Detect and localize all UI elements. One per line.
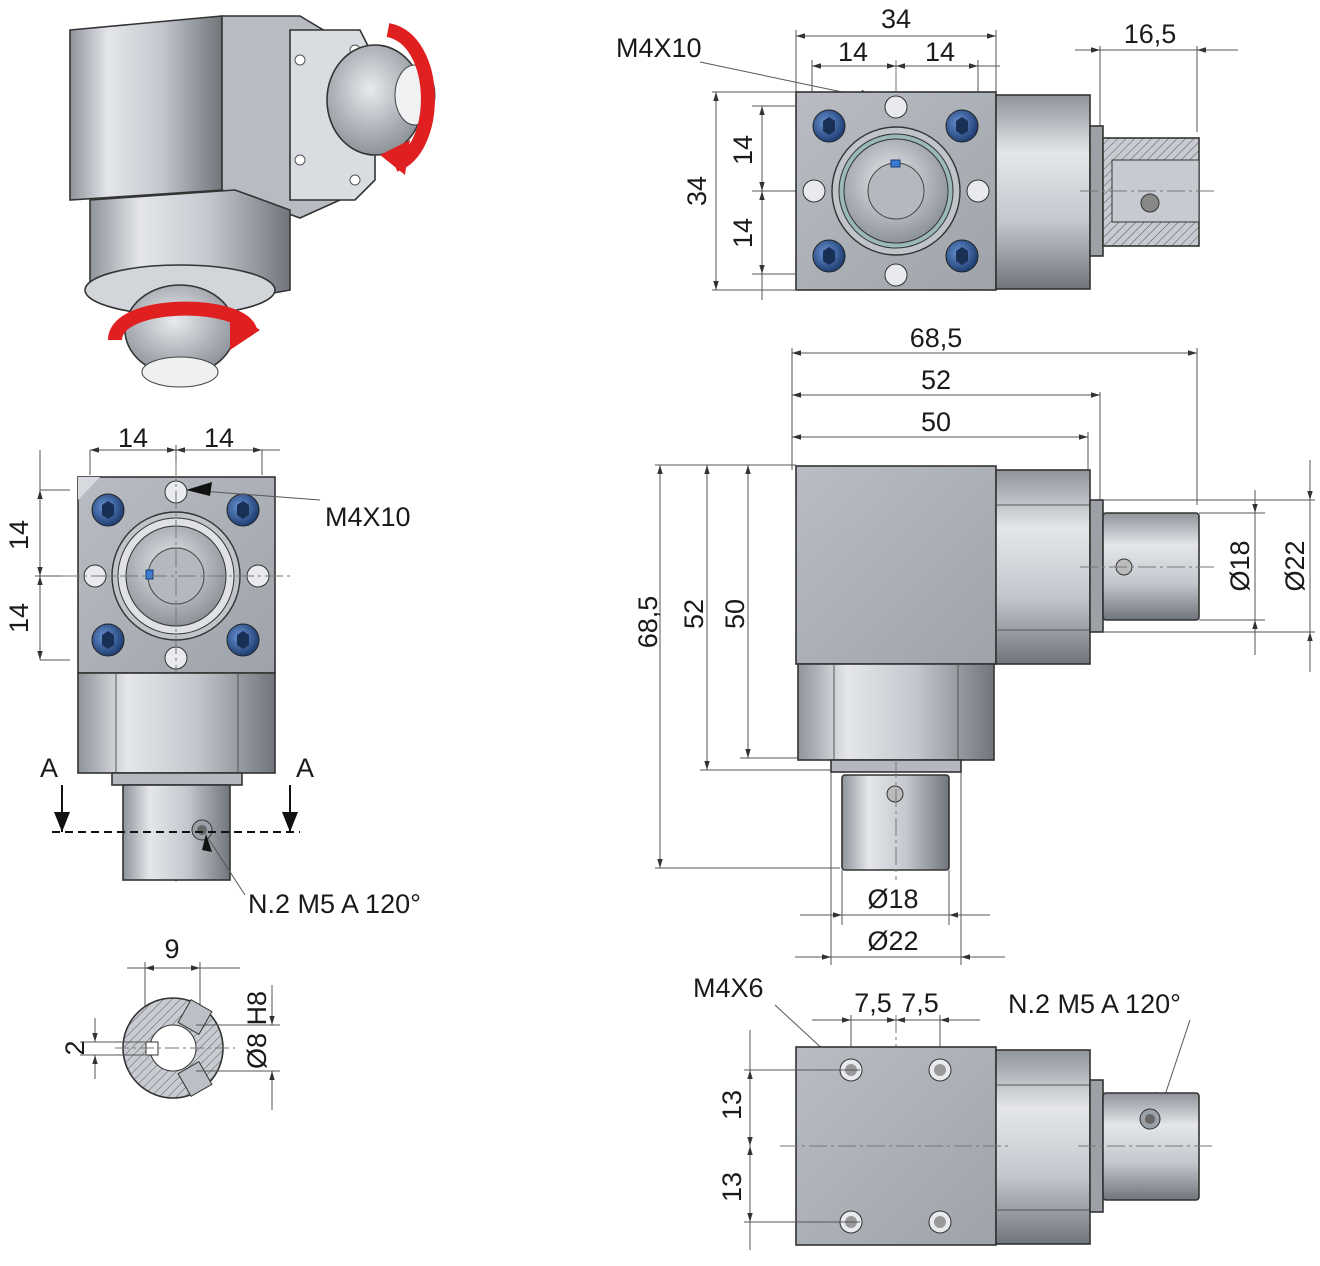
- hex-socket-screw-icon: [226, 493, 260, 527]
- bottom-side-body: [995, 1049, 1091, 1245]
- hex-socket-screw-icon: [812, 239, 846, 273]
- front-setscrew-note: N.2 M5 A 120°: [248, 889, 421, 919]
- top-dim-half-left: 14: [838, 37, 868, 67]
- side-dim-v-52: 52: [679, 599, 709, 629]
- side-main-housing: [795, 465, 997, 665]
- side-dim-bottom-d22: Ø22: [867, 926, 918, 956]
- hex-socket-screw-icon: [945, 239, 979, 273]
- top-m4-hole: [802, 179, 826, 203]
- hex-socket-screw-icon: [945, 109, 979, 143]
- section-setscrew: [177, 1061, 213, 1097]
- red-rotation-arrow-head: [230, 310, 260, 350]
- bottom-dim-upper: 13: [717, 1090, 747, 1120]
- side-dim-bottom-d18: Ø18: [867, 884, 918, 914]
- side-view: 68,5 52 50 68,5 52 50: [633, 323, 1315, 965]
- bottom-dim-right: 7,5: [901, 988, 939, 1018]
- side-dim-v-50: 50: [720, 599, 750, 629]
- iso-flange-hole: [349, 174, 361, 186]
- red-rotation-arrow-icon: [385, 23, 435, 172]
- side-dim-h-68: 68,5: [910, 323, 963, 353]
- top-dim-overall-width: 34: [881, 4, 911, 34]
- side-dim-h-52: 52: [921, 365, 951, 395]
- front-dim-left-lower: 14: [4, 603, 34, 633]
- top-dim-half-right: 14: [925, 37, 955, 67]
- front-dim-left-upper: 14: [4, 520, 34, 550]
- bottom-setscrew-note: N.2 M5 A 120°: [1008, 989, 1181, 1019]
- bottom-view: M4X6 7,5 7,5 N.2 M5 A 120°: [693, 973, 1212, 1250]
- section-label-left: A: [40, 753, 58, 783]
- top-m4-hole: [884, 95, 908, 119]
- side-dim-shaft-d18: Ø18: [1225, 540, 1255, 591]
- side-lower-body: [797, 663, 995, 761]
- top-setscrew-hole: [1140, 193, 1160, 213]
- hex-socket-screw-icon: [91, 623, 125, 657]
- top-side-body: [995, 94, 1091, 290]
- side-dim-v-68: 68,5: [633, 596, 663, 649]
- red-rotation-arrow-head: [380, 140, 410, 175]
- iso-flange-hole: [294, 54, 306, 66]
- iso-housing-front: [69, 15, 223, 201]
- front-dim-top-right: 14: [204, 423, 234, 453]
- front-dim-top-left: 14: [118, 423, 148, 453]
- section-setscrew: [177, 999, 213, 1035]
- isometric-view: [69, 15, 436, 388]
- hex-socket-screw-icon: [226, 623, 260, 657]
- top-dim-half-lower: 14: [728, 218, 758, 248]
- front-view: 14 14 14 14 M4X10: [4, 423, 421, 919]
- bottom-dim-left: 7,5: [854, 988, 892, 1018]
- top-dim-half-upper: 14: [728, 135, 758, 165]
- bottom-thread-note: M4X6: [693, 973, 764, 1003]
- top-dim-shaft-length: 16,5: [1124, 19, 1177, 49]
- side-dim-h-50: 50: [921, 407, 951, 437]
- front-thread-note: M4X10: [325, 502, 411, 532]
- side-dim-shaft-d22: Ø22: [1280, 540, 1310, 591]
- section-dim-bore: Ø8 H8: [242, 991, 272, 1069]
- top-m4-hole: [966, 179, 990, 203]
- front-collar: [111, 772, 243, 786]
- top-view: 34 14 14 16,5 M4X10 34 14 14: [616, 4, 1238, 300]
- section-label-right: A: [296, 753, 314, 783]
- iso-flange-hole: [294, 154, 306, 166]
- top-m4-hole: [884, 263, 908, 287]
- front-lower-body: [77, 672, 276, 774]
- top-thread-note: M4X10: [616, 33, 702, 63]
- hex-socket-screw-icon: [812, 109, 846, 143]
- iso-input-bore: [141, 356, 219, 388]
- front-key: [145, 569, 154, 580]
- section-dim-key-depth: 2: [60, 1040, 90, 1055]
- section-dim-key-width: 9: [164, 934, 179, 964]
- hex-socket-screw-icon: [91, 493, 125, 527]
- side-flange-body: [995, 469, 1091, 665]
- bottom-dim-lower: 13: [717, 1172, 747, 1202]
- section-view: 9 2 Ø8 H8: [60, 934, 280, 1110]
- top-dim-overall-height: 34: [682, 176, 712, 206]
